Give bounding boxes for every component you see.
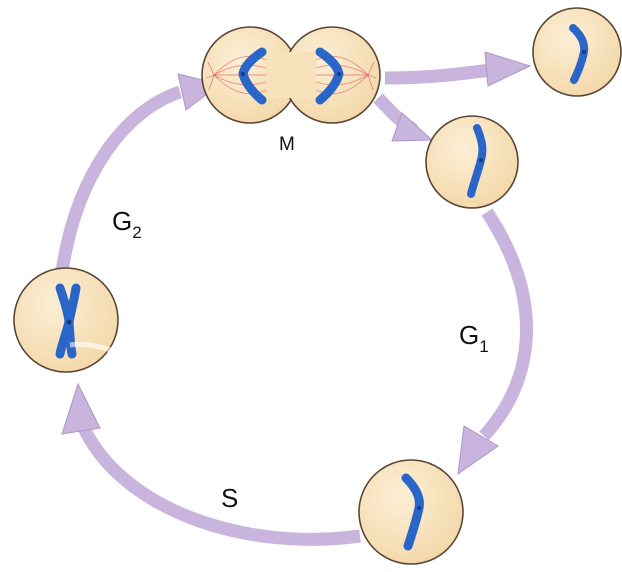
- label-g2-main: G: [112, 206, 132, 236]
- arrow-g1-head: [457, 425, 499, 476]
- arrow-m-to-g1-head: [391, 112, 434, 142]
- centromere-dot: [241, 72, 245, 76]
- g1-cell: [425, 115, 519, 209]
- label-m: M: [279, 134, 295, 155]
- mitosis-cell: [201, 26, 381, 124]
- centromere-dot: [582, 50, 586, 54]
- cell-circle: [358, 459, 464, 565]
- g2-cell: [13, 267, 119, 373]
- centromere-dot: [417, 506, 421, 510]
- glare-streak: [69, 341, 119, 355]
- arrow-g1: [479, 208, 534, 441]
- cell-circle: [425, 115, 519, 209]
- label-g1: G1: [459, 320, 489, 356]
- label-g1-sub: 1: [479, 337, 488, 356]
- cycle-arrows: [55, 51, 534, 546]
- label-g2: G2: [112, 206, 142, 242]
- arrow-m-to-exit-head: [484, 51, 532, 87]
- phase-labels: M G2 G1 S: [112, 134, 489, 513]
- label-s: S: [221, 483, 238, 513]
- label-g1-main: G: [459, 320, 479, 350]
- arrow-m-to-exit: [384, 63, 491, 85]
- centromere-dot: [337, 72, 341, 76]
- s-phase-cell: [358, 459, 464, 565]
- centromere-dot: [66, 319, 72, 325]
- arrow-s: [76, 421, 361, 546]
- exiting-daughter-cell: [532, 7, 622, 97]
- arrow-s-head: [61, 382, 101, 435]
- cell-circle: [532, 7, 622, 97]
- centromere-dot: [479, 158, 483, 162]
- arrow-g2: [55, 85, 183, 273]
- mitosis-cell-seam: [266, 52, 316, 98]
- label-g2-sub: 2: [132, 223, 141, 242]
